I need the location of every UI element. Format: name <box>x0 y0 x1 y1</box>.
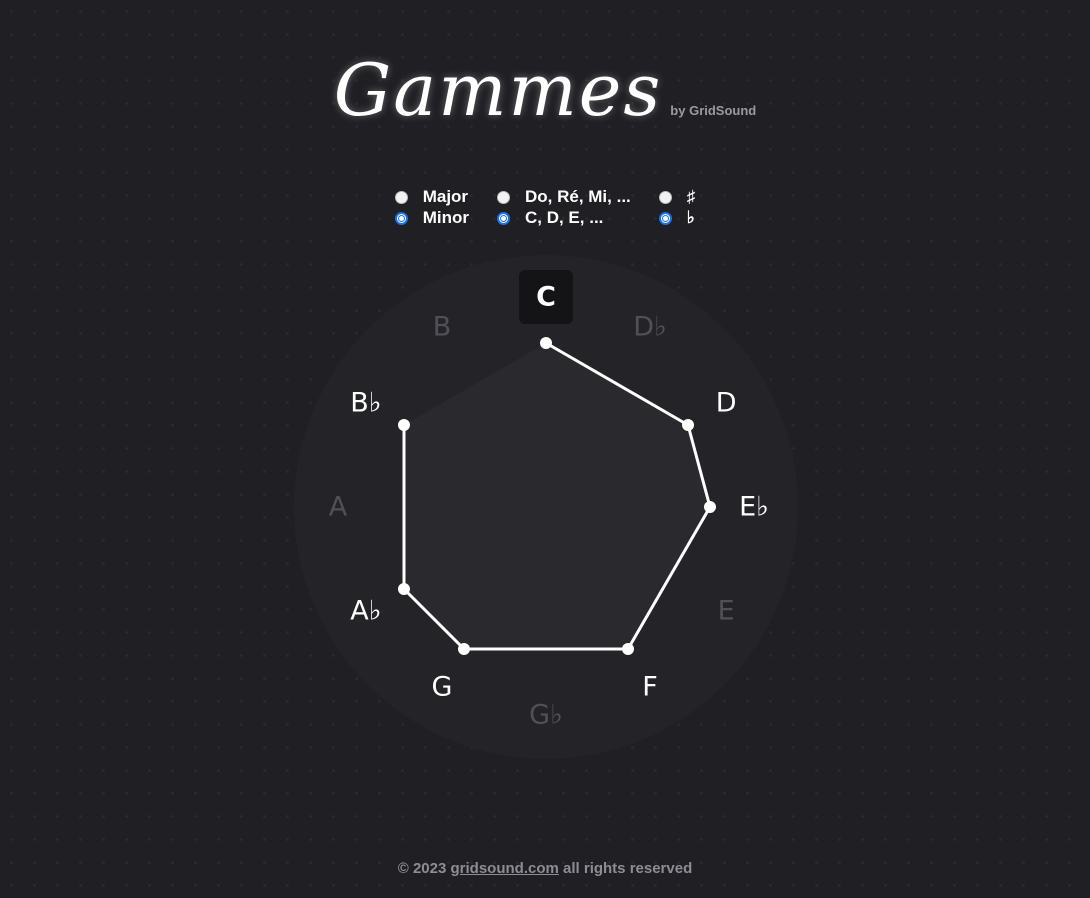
note-dot <box>682 419 695 431</box>
note-label[interactable]: E♭ <box>739 492 769 523</box>
notation-radio-group: Do, Ré, Mi, ... C, D, E, ... <box>496 187 631 227</box>
header: Gammes by GridSound <box>0 48 1090 132</box>
option-label: ♭ <box>686 208 695 227</box>
note-dot <box>397 419 410 431</box>
note-dot <box>397 583 410 595</box>
scale-note-dots <box>397 337 716 656</box>
footer-link[interactable]: gridsound.com <box>450 860 559 877</box>
note-label[interactable]: B♭ <box>350 388 381 419</box>
note-label[interactable]: A♭ <box>350 596 381 627</box>
accidental-radio-group: ♯ ♭ <box>658 187 696 227</box>
radio-flat[interactable] <box>658 211 672 225</box>
notation-option-solfege[interactable]: Do, Ré, Mi, ... <box>496 187 631 206</box>
note-label[interactable]: G <box>432 672 453 703</box>
note-label[interactable]: F <box>642 672 658 703</box>
radio-letters[interactable] <box>496 211 510 225</box>
note-label[interactable]: B <box>433 311 452 342</box>
note-label[interactable]: D <box>716 388 737 419</box>
radio-major[interactable] <box>394 190 408 204</box>
note-labels: C D♭ D E♭ E F G♭ G A♭ A B♭ B <box>329 282 769 731</box>
radio-solfege[interactable] <box>496 190 510 204</box>
scale-polygon-fill <box>404 343 710 649</box>
footer: © 2023 gridsound.com all rights reserved <box>0 860 1090 877</box>
note-dot <box>622 643 634 656</box>
mode-option-major[interactable]: Major <box>394 187 469 206</box>
note-label[interactable]: A <box>329 492 348 523</box>
note-label[interactable]: D♭ <box>633 311 667 342</box>
note-label[interactable]: G♭ <box>529 700 563 731</box>
note-dot <box>704 501 716 513</box>
option-label: Minor <box>422 208 469 227</box>
option-label: C, D, E, ... <box>524 208 604 227</box>
note-label[interactable]: C <box>536 282 556 313</box>
radio-sharp[interactable] <box>658 190 672 204</box>
note-label[interactable]: E <box>718 596 735 627</box>
app-byline: by GridSound <box>670 103 757 118</box>
mode-radio-group: Major Minor <box>394 187 469 227</box>
option-label: Major <box>422 187 469 206</box>
note-dot <box>458 643 470 656</box>
root-note-badge[interactable] <box>519 270 573 324</box>
footer-copyright: © 2023 <box>397 860 451 877</box>
app-logo-title: Gammes <box>333 48 663 132</box>
footer-rights: all rights reserved <box>558 860 693 877</box>
option-label: ♯ <box>686 187 696 206</box>
note-dot <box>540 337 552 349</box>
accidental-option-flat[interactable]: ♭ <box>658 208 696 227</box>
accidental-option-sharp[interactable]: ♯ <box>658 187 696 206</box>
options-panel: Major Minor Do, Ré, Mi, ... C, D, E, ...… <box>0 187 1090 227</box>
radio-minor[interactable] <box>394 211 408 225</box>
notation-option-letters[interactable]: C, D, E, ... <box>496 208 631 227</box>
mode-option-minor[interactable]: Minor <box>394 208 469 227</box>
option-label: Do, Ré, Mi, ... <box>524 187 631 206</box>
